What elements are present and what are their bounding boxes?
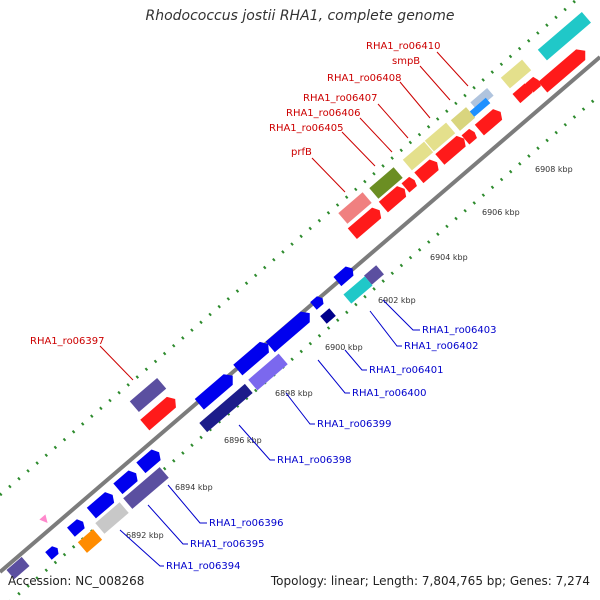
gene-feature[interactable] (95, 502, 129, 534)
leader-line (238, 424, 275, 461)
leader-line (147, 504, 188, 545)
leader-line (377, 103, 409, 139)
leader-line (344, 349, 367, 371)
gene-label[interactable]: RHA1_ro06405 (269, 123, 344, 134)
gene-arrow[interactable] (512, 81, 536, 104)
gene-arrow[interactable] (333, 264, 357, 287)
gene-arrow[interactable] (113, 468, 140, 495)
genome-summary: Topology: linear; Length: 7,804,765 bp; … (270, 574, 590, 588)
leader-line (341, 131, 376, 167)
upper-dotted-guide (0, 0, 579, 497)
tick-label: 6906 kbp (482, 208, 520, 217)
forward-genes-lower-row (140, 45, 590, 431)
gene-arrow[interactable] (378, 184, 409, 213)
tick-label: 6892 kbp (126, 531, 164, 540)
gene-arrow[interactable] (435, 133, 468, 165)
leader-line (436, 51, 469, 87)
gene-label[interactable]: RHA1_ro06410 (366, 41, 441, 52)
leader-line (382, 299, 420, 331)
gene-label[interactable]: prfB (291, 147, 312, 158)
leader-line (317, 359, 350, 394)
gene-arrow[interactable] (310, 294, 326, 310)
tick-label: 6902 kbp (378, 296, 416, 305)
forward-labels (99, 51, 469, 381)
gene-label[interactable]: RHA1_ro06399 (317, 419, 392, 430)
leader-line (119, 529, 164, 567)
gene-feature[interactable] (338, 192, 372, 224)
tick-label: 6904 kbp (430, 253, 468, 262)
gene-feature[interactable] (129, 377, 167, 413)
gene-arrow[interactable] (265, 308, 315, 353)
gene-label[interactable]: RHA1_ro06395 (190, 539, 265, 550)
gene-label[interactable]: RHA1_ro06403 (422, 325, 497, 336)
gene-arrow[interactable] (414, 157, 441, 184)
gene-arrow[interactable] (347, 205, 384, 240)
forward-genes (129, 12, 591, 413)
tick-label: 6900 kbp (325, 343, 363, 352)
gene-arrow[interactable] (140, 394, 179, 431)
lower-dotted-guide (9, 93, 600, 600)
leader-line (359, 117, 393, 153)
gene-label[interactable]: RHA1_ro06400 (352, 388, 427, 399)
leader-line (99, 345, 134, 381)
gene-label[interactable]: RHA1_ro06397 (30, 336, 105, 347)
gene-arrow[interactable] (136, 447, 163, 474)
gene-arrow[interactable] (67, 517, 87, 537)
gene-label[interactable]: RHA1_ro06402 (404, 341, 479, 352)
gene-feature[interactable] (470, 88, 494, 110)
gene-feature[interactable] (248, 353, 288, 391)
gene-arrow[interactable] (45, 544, 61, 560)
leader-line (167, 484, 207, 524)
leader-line (311, 157, 346, 193)
gene-arrow[interactable] (86, 490, 117, 519)
leader-line (285, 392, 315, 425)
gene-feature[interactable] (424, 122, 456, 152)
reverse-genes (6, 264, 384, 580)
tick-label: 6894 kbp (175, 483, 213, 492)
leader-line (399, 81, 431, 119)
tick-label: 6896 kbp (224, 436, 262, 445)
gene-feature[interactable] (123, 467, 169, 509)
gene-feature[interactable] (343, 276, 373, 304)
accession-label: Accession: NC_008268 (8, 574, 145, 588)
gene-feature[interactable] (6, 556, 30, 580)
gene-arrow[interactable] (194, 370, 238, 410)
gene-label[interactable]: RHA1_ro06401 (369, 365, 444, 376)
leader-line (369, 310, 402, 347)
gene-arrow[interactable] (525, 76, 543, 93)
gene-feature[interactable] (537, 12, 591, 61)
gene-feature[interactable] (369, 167, 403, 199)
gene-feature[interactable] (77, 529, 103, 553)
map-title: Rhodococcus jostii RHA1, complete genome (145, 8, 455, 24)
gene-feature[interactable] (500, 59, 532, 89)
reverse-label-texts: RHA1_ro06403 RHA1_ro06402 RHA1_ro06401 R… (166, 325, 497, 572)
gene-label[interactable]: RHA1_ro06398 (277, 455, 352, 466)
gene-feature[interactable] (199, 383, 253, 433)
forward-label-texts: RHA1_ro06410 smpB RHA1_ro06408 RHA1_ro06… (30, 41, 441, 347)
gene-label[interactable]: smpB (392, 56, 420, 67)
gene-arrow[interactable] (233, 339, 272, 376)
gene-label[interactable]: RHA1_ro06394 (166, 561, 241, 572)
gene-feature[interactable] (402, 141, 434, 171)
scale-ticks: 6892 kbp 6894 kbp 6896 kbp 6898 kbp 6900… (126, 165, 573, 540)
tick-label: 6908 kbp (535, 165, 573, 174)
gene-arrow[interactable] (401, 176, 419, 193)
reverse-labels (119, 299, 420, 567)
gene-feature[interactable] (320, 308, 336, 324)
gene-feature[interactable] (469, 97, 491, 118)
leader-line (419, 65, 451, 101)
gene-label[interactable]: RHA1_ro06408 (327, 73, 402, 84)
gene-arrow[interactable] (39, 514, 50, 525)
gene-feature[interactable] (450, 107, 476, 131)
gene-arrow[interactable] (461, 128, 479, 145)
gene-arrow[interactable] (538, 45, 590, 93)
gene-label[interactable]: RHA1_ro06406 (286, 108, 361, 119)
gene-arrow[interactable] (474, 107, 505, 136)
gene-label[interactable]: RHA1_ro06396 (209, 518, 284, 529)
gene-label[interactable]: RHA1_ro06407 (303, 93, 378, 104)
gene-feature[interactable] (364, 265, 384, 285)
tick-label: 6898 kbp (275, 389, 313, 398)
